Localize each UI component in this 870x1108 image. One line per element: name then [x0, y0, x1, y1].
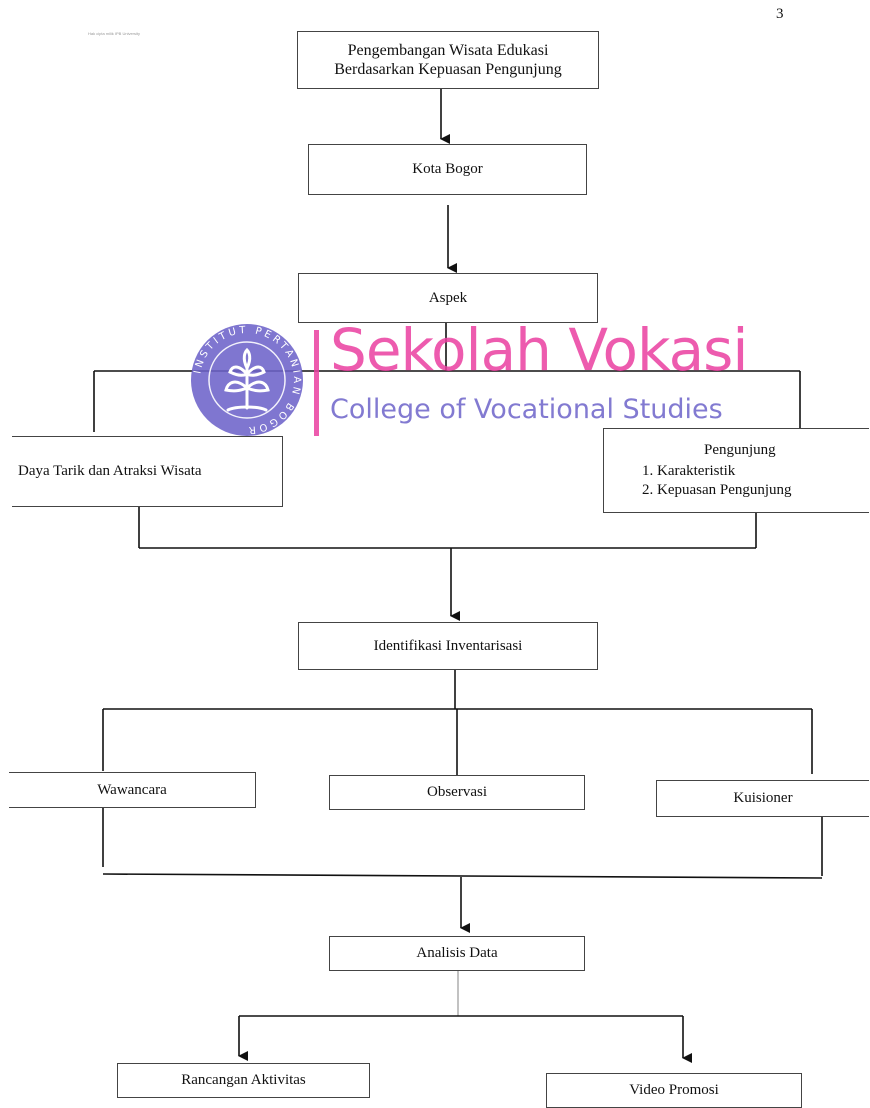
node-pengunjung-title: Pengunjung [704, 442, 776, 458]
node-pengunjung-item: 1. Karakteristik [642, 463, 736, 479]
node-pengembangan-line1: Pengembangan Wisata Edukasi [347, 42, 549, 59]
page-number: 3 [776, 6, 784, 22]
node-pengembangan-line2: Berdasarkan Kepuasan Pengunjung [334, 61, 562, 78]
connector-methods-merge [102, 873, 823, 879]
node-aspek: Aspek [298, 273, 598, 323]
node-pengunjung-list: 1. Karakteristik 2. Kepuasan Pengunjung [642, 462, 792, 500]
node-analisis-data: Analisis Data [329, 936, 585, 971]
node-identifikasi: Identifikasi Inventarisasi [298, 622, 598, 670]
node-pengembangan: Pengembangan Wisata Edukasi Berdasarkan … [297, 31, 599, 89]
node-observasi: Observasi [329, 775, 585, 810]
node-video-promosi: Video Promosi [546, 1073, 802, 1108]
node-pengunjung-item: 2. Kepuasan Pengunjung [642, 482, 792, 498]
node-pengunjung: Pengunjung 1. Karakteristik 2. Kepuasan … [603, 428, 869, 513]
node-wawancara: Wawancara [9, 772, 256, 808]
node-kuisioner: Kuisioner [656, 780, 869, 817]
node-rancangan-aktivitas: Rancangan Aktivitas [117, 1063, 370, 1098]
node-kota-bogor: Kota Bogor [308, 144, 587, 195]
node-daya-tarik: Daya Tarik dan Atraksi Wisata [12, 436, 283, 507]
header-note: Hak cipta milik IPB University [88, 31, 141, 36]
